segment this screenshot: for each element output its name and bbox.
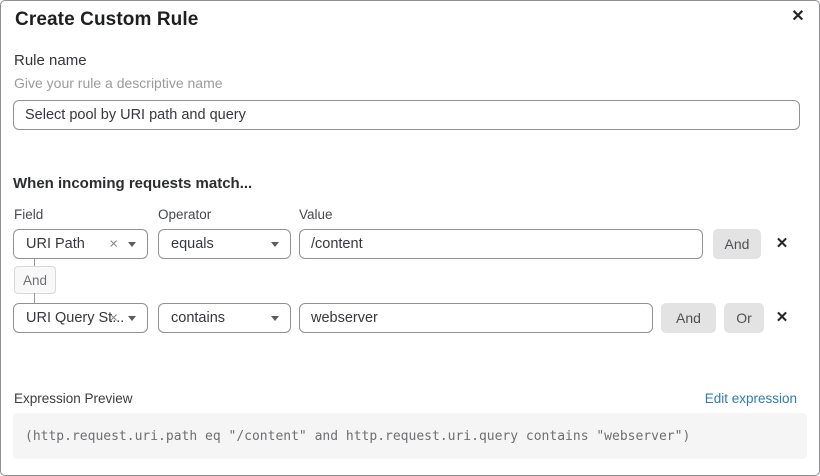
- chevron-down-icon: [271, 316, 279, 321]
- field-select-row1[interactable]: URI Path ×: [13, 229, 148, 259]
- page-title: Create Custom Rule: [15, 9, 199, 30]
- connector-line-bottom: [34, 293, 35, 303]
- edit-expression-link[interactable]: Edit expression: [704, 391, 797, 406]
- clear-field-icon[interactable]: ×: [109, 235, 118, 253]
- rule-name-input[interactable]: [13, 100, 800, 130]
- remove-condition-icon-row1[interactable]: ✕: [771, 229, 793, 259]
- operator-select-row2[interactable]: contains: [158, 303, 291, 333]
- field-select-row1-value: URI Path: [26, 236, 85, 252]
- rule-name-hint: Give your rule a descriptive name: [14, 75, 223, 91]
- chevron-down-icon: [128, 316, 136, 321]
- field-select-row2[interactable]: URI Query St... ×: [13, 303, 148, 333]
- clear-field-icon[interactable]: ×: [109, 309, 118, 327]
- chevron-down-icon: [128, 242, 136, 247]
- value-input-row1[interactable]: [299, 229, 703, 259]
- value-input-row2[interactable]: [299, 303, 653, 333]
- and-button-row2[interactable]: And: [661, 303, 716, 333]
- expression-preview-box: (http.request.uri.path eq "/content" and…: [13, 413, 807, 459]
- operator-select-row2-value: contains: [171, 310, 226, 326]
- or-button-row2[interactable]: Or: [724, 303, 764, 333]
- expression-preview-label: Expression Preview: [14, 391, 133, 406]
- expression-preview-text: (http.request.uri.path eq "/content" and…: [25, 428, 691, 444]
- connector-line-top: [34, 259, 35, 267]
- operator-select-row1-value: equals: [171, 236, 214, 252]
- and-button-row1[interactable]: And: [713, 229, 761, 259]
- value-column-label: Value: [299, 207, 333, 222]
- field-column-label: Field: [14, 207, 44, 222]
- chevron-down-icon: [271, 242, 279, 247]
- operator-column-label: Operator: [158, 207, 212, 222]
- rule-name-label: Rule name: [14, 52, 87, 69]
- remove-condition-icon-row2[interactable]: ✕: [771, 303, 793, 333]
- match-section-heading: When incoming requests match...: [13, 175, 253, 192]
- operator-select-row1[interactable]: equals: [158, 229, 291, 259]
- close-icon[interactable]: ✕: [786, 5, 810, 29]
- field-select-row2-value: URI Query St...: [26, 310, 125, 326]
- and-connector-badge: And: [14, 266, 56, 294]
